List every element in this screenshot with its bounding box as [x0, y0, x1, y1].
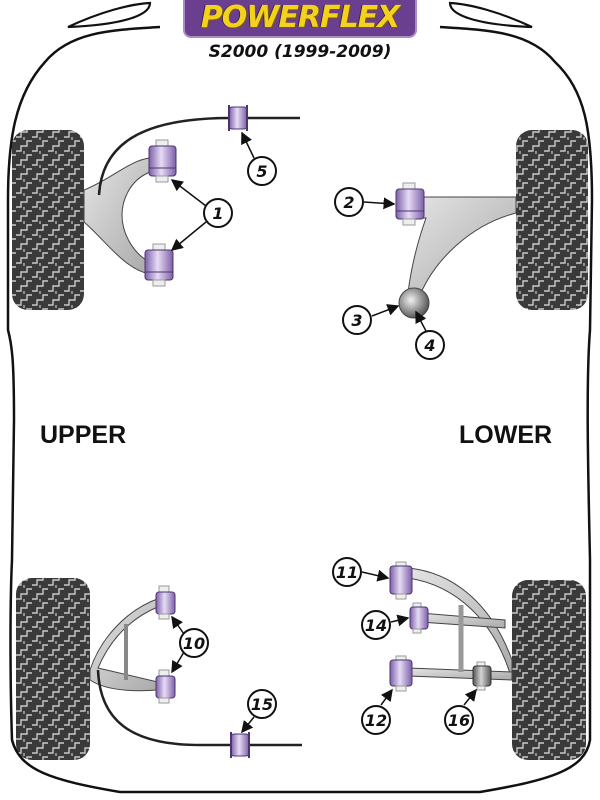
brand-logo: POWERFLEX	[183, 0, 417, 38]
callout-circle	[247, 156, 277, 186]
callout-2: 2	[334, 187, 396, 217]
callout-circle	[361, 610, 391, 640]
callout-5: 5	[241, 131, 277, 186]
callout-circle	[334, 187, 364, 217]
bushing-14	[409, 602, 429, 634]
callout-arrow	[170, 179, 207, 207]
callout-10: 10	[171, 615, 209, 674]
bushing-1-top	[148, 139, 177, 183]
rear-right-tyre	[512, 580, 586, 760]
rear-upper-arm	[89, 597, 161, 692]
callout-arrow	[170, 221, 207, 251]
callout-number: 2	[343, 193, 354, 212]
bushing-10-top	[155, 585, 176, 620]
left-mirror	[67, 1, 152, 29]
callout-4: 4	[415, 310, 445, 360]
car-body-outline	[6, 25, 594, 794]
upper-section-label: UPPER	[40, 421, 127, 449]
callout-number: 15	[251, 695, 273, 714]
callout-arrow	[371, 304, 400, 317]
callout-number: 11	[336, 563, 358, 582]
right-mirror	[448, 1, 533, 29]
callout-number: 14	[365, 616, 387, 635]
callout-arrow	[171, 615, 185, 635]
callout-number: 10	[183, 634, 205, 653]
callout-1: 1	[170, 179, 233, 251]
callout-circle	[444, 705, 474, 735]
bushing-1-bottom	[144, 243, 174, 287]
callout-11: 11	[332, 557, 390, 587]
callout-arrow	[171, 651, 185, 674]
callout-circle	[179, 628, 209, 658]
front-upper-arm	[83, 157, 151, 275]
callout-circle	[415, 330, 445, 360]
callout-number: 1	[212, 204, 223, 223]
rear-antiroll-bar	[96, 669, 302, 747]
ball-joint-3-4	[398, 287, 430, 319]
bushing-11	[389, 561, 413, 600]
callout-circle	[361, 705, 391, 735]
callout-3: 3	[342, 304, 400, 335]
front-left-tyre	[12, 130, 84, 310]
vehicle-model: S2000 (1999-2009)	[208, 42, 392, 62]
callout-number: 16	[448, 711, 470, 730]
callout-arrow	[390, 614, 410, 627]
rear-left-tyre	[16, 578, 90, 760]
callout-circle	[203, 198, 233, 228]
bushing-5	[228, 105, 248, 131]
callout-arrow	[241, 131, 255, 159]
callout-14: 14	[361, 610, 410, 640]
callout-arrow	[380, 688, 393, 706]
callout-16: 16	[444, 688, 477, 735]
callout-arrow	[463, 688, 477, 706]
callout-12: 12	[361, 688, 393, 735]
bushing-10-bottom	[155, 669, 176, 704]
lower-section-label: LOWER	[459, 421, 553, 449]
bushing-15	[230, 732, 250, 758]
front-right-tyre	[516, 130, 588, 310]
brand-name: POWERFLEX	[200, 0, 400, 35]
callout-15: 15	[241, 689, 277, 734]
bushing-12	[389, 655, 413, 692]
bushing-2	[395, 182, 425, 226]
bushing-16	[472, 661, 492, 691]
callout-number: 5	[256, 162, 267, 181]
callout-arrow	[415, 310, 427, 332]
callout-arrow	[361, 569, 390, 582]
callout-arrow	[363, 197, 396, 210]
callout-circle	[342, 305, 372, 335]
callout-number: 4	[423, 336, 435, 355]
front-antiroll-bar	[97, 116, 300, 196]
callout-arrow	[241, 716, 255, 734]
callout-number: 3	[351, 311, 362, 330]
callout-number: 12	[365, 711, 387, 730]
callout-circle	[247, 689, 277, 719]
callout-circle	[332, 557, 362, 587]
